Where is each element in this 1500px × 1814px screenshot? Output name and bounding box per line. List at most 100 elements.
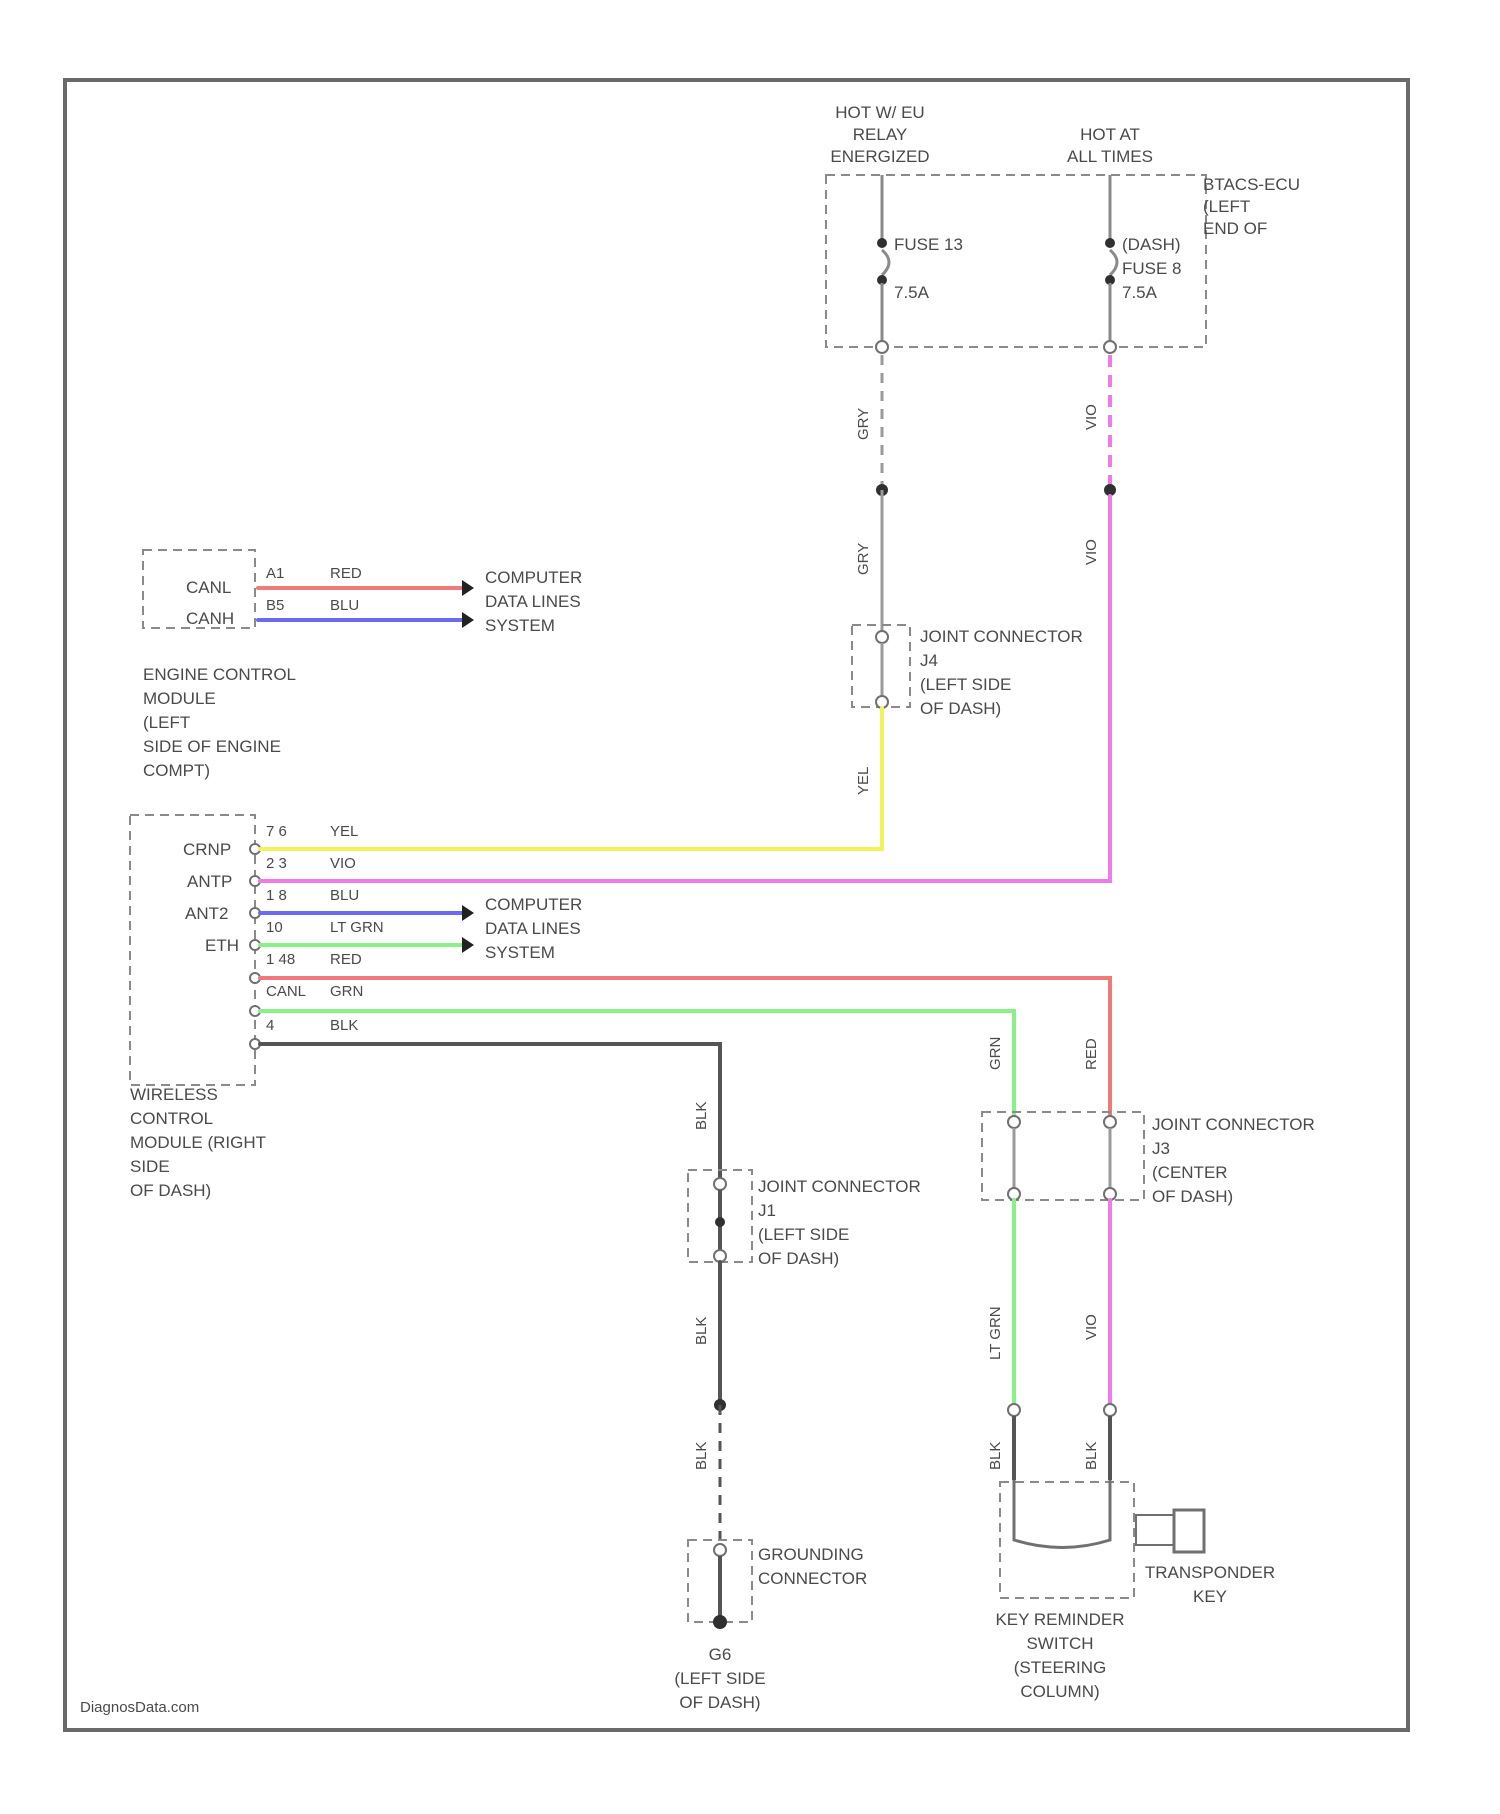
transponder-key-icon: TRANSPONDER KEY [1136, 1510, 1275, 1606]
transponder-1: KEY [1193, 1587, 1227, 1606]
wcm-pin-3: ETH [205, 936, 239, 955]
gry-lower-label: GRY [855, 543, 872, 575]
key-reminder-switch: BLK BLK KEY REMINDER SWITCH (STEERING CO… [987, 1404, 1134, 1701]
wcm-name-2: MODULE (RIGHT [130, 1133, 266, 1152]
wireless-control-module: CRNP ANTP ANT2 ETH CANL 7 6 2 3 1 8 10 1… [130, 815, 384, 1200]
hot-all-label-1: ALL TIMES [1067, 147, 1153, 166]
jc3-0: JOINT CONNECTOR [920, 627, 1083, 646]
grounding-1: CONNECTOR [758, 1569, 867, 1588]
red-wire [260, 978, 1110, 1116]
hot-all-label-0: HOT AT [1080, 125, 1140, 144]
grn-label: GRN [987, 1037, 1004, 1070]
fuse-left-1: 7.5A [894, 283, 930, 302]
vio-lower-label: VIO [1083, 539, 1100, 565]
wcm-pin-1: ANTP [187, 872, 232, 891]
wcm-name-0: WIRELESS [130, 1085, 218, 1104]
joint-connector-j3: JOINT CONNECTOR J3 (CENTER OF DASH) [982, 1112, 1315, 1206]
hot-relay-label-0: HOT W/ EU [835, 103, 924, 122]
ecm-name-1: MODULE [143, 689, 216, 708]
box-name-2: END OF [1203, 219, 1267, 238]
ecm-pinnum-0: A1 [266, 565, 284, 582]
ecm-color-0: RED [330, 565, 362, 582]
wcm-name-4: OF DASH) [130, 1181, 211, 1200]
jc2-2: (CENTER [1152, 1163, 1228, 1182]
wcm-pin-4: CANL [266, 983, 306, 1000]
transponder-0: TRANSPONDER [1145, 1563, 1275, 1582]
hot-relay-label-1: RELAY [853, 125, 908, 144]
grounding-connector: GROUNDING CONNECTOR G6 (LEFT SIDE OF DAS… [674, 1540, 867, 1712]
wcm-color-2: BLU [330, 887, 359, 904]
ecm-pinnum-1: B5 [266, 597, 284, 614]
wcm-pinnum-2: 1 8 [266, 887, 287, 904]
data-lines-2-2: SYSTEM [485, 943, 555, 962]
vio-switch-label: VIO [1083, 1314, 1100, 1340]
box-name-0: BTACS-ECU [1203, 175, 1300, 194]
blk-mid-label: BLK [693, 1317, 710, 1345]
jc1-1: J1 [758, 1201, 776, 1220]
ecm-name-4: COMPT) [143, 761, 210, 780]
wcm-color-4: RED [330, 951, 362, 968]
red-label: RED [1083, 1038, 1100, 1070]
wcm-color-3: LT GRN [330, 919, 384, 936]
btacs-ecu-box: HOT W/ EU RELAY ENERGIZED HOT AT ALL TIM… [826, 103, 1300, 353]
joint-connector-j1: JOINT CONNECTOR J1 (LEFT SIDE OF DASH) [688, 1170, 921, 1268]
jc1-0: JOINT CONNECTOR [758, 1177, 921, 1196]
jc3-2: (LEFT SIDE [920, 675, 1011, 694]
jc1-3: OF DASH) [758, 1249, 839, 1268]
key-switch-1: SWITCH [1026, 1634, 1093, 1653]
ecm-pin-canh: CANH [186, 609, 234, 628]
lt-grn-label: LT GRN [987, 1306, 1004, 1360]
engine-control-module: CANL CANH A1 B5 RED BLU COMPUTER DATA LI… [143, 550, 582, 780]
wcm-color-6: BLK [330, 1017, 358, 1034]
jc2-1: J3 [1152, 1139, 1170, 1158]
data-lines-2-0: COMPUTER [485, 895, 582, 914]
grounding-0: GROUNDING [758, 1545, 864, 1564]
blk-sw1-label: BLK [987, 1442, 1004, 1470]
ecm-pin-canl: CANL [186, 578, 231, 597]
ecm-color-1: BLU [330, 597, 359, 614]
grn-wire [260, 1011, 1014, 1116]
key-switch-0: KEY REMINDER [995, 1610, 1124, 1629]
ground-ref-1: (LEFT SIDE [674, 1669, 765, 1688]
wcm-pinnum-3: 10 [266, 919, 283, 936]
fuse-right-0: (DASH) [1122, 235, 1181, 254]
box-name-1: (LEFT [1203, 197, 1250, 216]
wcm-pin-2: ANT2 [185, 904, 228, 923]
watermark: DiagnosData.com [80, 1699, 199, 1716]
wcm-name-1: CONTROL [130, 1109, 213, 1128]
blk-upper-label: BLK [693, 1102, 710, 1130]
fuse-right-2: 7.5A [1122, 283, 1158, 302]
blk-lower-label: BLK [693, 1442, 710, 1470]
jc1-2: (LEFT SIDE [758, 1225, 849, 1244]
ground-ref-0: G6 [709, 1645, 732, 1664]
gry-upper-label: GRY [855, 408, 872, 440]
wcm-color-0: YEL [330, 823, 358, 840]
hot-relay-label-2: ENERGIZED [830, 147, 929, 166]
blk-wire [260, 1044, 720, 1178]
fuse-left-0: FUSE 13 [894, 235, 963, 254]
ground-ref-2: OF DASH) [679, 1693, 760, 1712]
gry-wire: GRY GRY [855, 355, 888, 632]
ecm-name-0: ENGINE CONTROL [143, 665, 296, 684]
blk-sw2-label: BLK [1083, 1442, 1100, 1470]
jc2-0: JOINT CONNECTOR [1152, 1115, 1315, 1134]
wcm-color-1: VIO [330, 855, 356, 872]
wcm-color-5: GRN [330, 983, 363, 1000]
ecm-name-3: SIDE OF ENGINE [143, 737, 281, 756]
data-lines-1-1: DATA LINES [485, 592, 581, 611]
jc3-3: OF DASH) [920, 699, 1001, 718]
wcm-pinnum-1: 2 3 [266, 855, 287, 872]
wcm-pin-0: CRNP [183, 840, 231, 859]
data-lines-1-2: SYSTEM [485, 616, 555, 635]
jc3-1: J4 [920, 651, 938, 670]
yel-label: YEL [855, 767, 872, 795]
key-switch-2: (STEERING [1014, 1658, 1107, 1677]
data-lines-1-0: COMPUTER [485, 568, 582, 587]
key-switch-3: COLUMN) [1020, 1682, 1099, 1701]
data-lines-2-1: DATA LINES [485, 919, 581, 938]
wcm-pinnum-0: 7 6 [266, 823, 287, 840]
ecm-name-2: (LEFT [143, 713, 190, 732]
wcm-pinnum-6: 4 [266, 1017, 274, 1034]
joint-connector-j4: JOINT CONNECTOR J4 (LEFT SIDE OF DASH) [852, 625, 1083, 718]
